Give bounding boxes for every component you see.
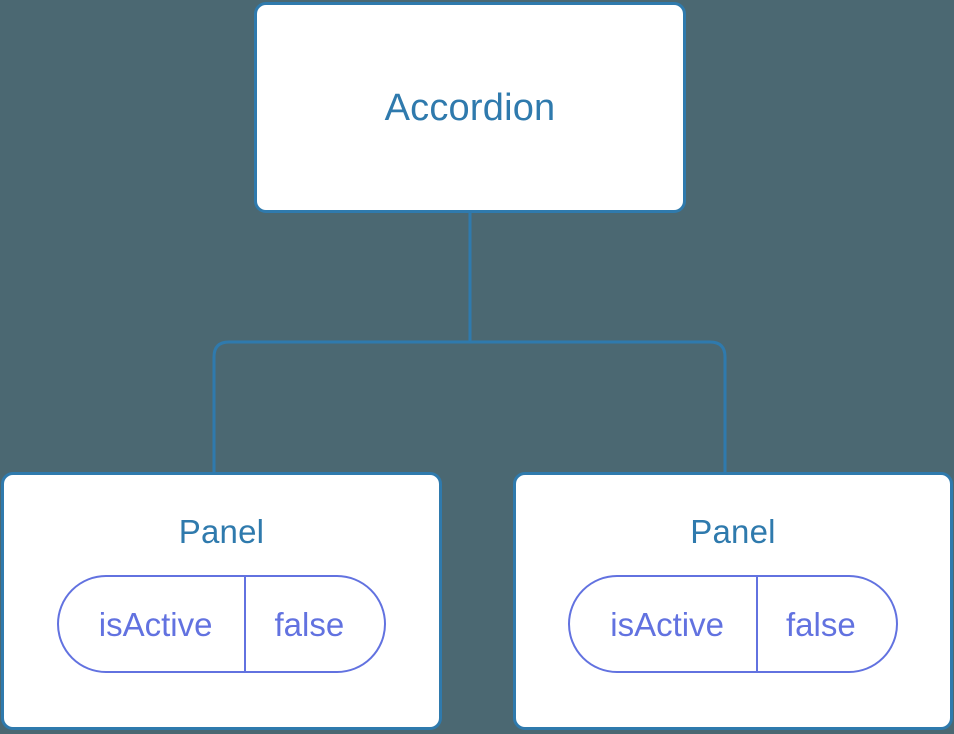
state-pill-panel-1-key: isActive: [98, 605, 213, 643]
state-pill-panel-2-key: isActive: [610, 605, 724, 643]
node-panel-1[interactable]: Panel isActive false: [1, 472, 442, 730]
node-panel-2[interactable]: Panel isActive false: [513, 472, 953, 730]
connector-to-panel-right: [470, 340, 727, 474]
state-pill-panel-1-value: false: [244, 577, 384, 671]
node-panel-2-title: Panel: [690, 513, 776, 550]
node-accordion[interactable]: Accordion: [254, 2, 686, 213]
state-pill-panel-2-value: false: [755, 577, 896, 671]
state-pill-panel-2[interactable]: isActive false: [568, 575, 898, 673]
node-accordion-title: Accordion: [384, 86, 556, 129]
connector-to-panel-left: [212, 340, 470, 474]
node-panel-1-title: Panel: [178, 513, 265, 550]
state-pill-panel-1[interactable]: isActive false: [56, 575, 387, 673]
